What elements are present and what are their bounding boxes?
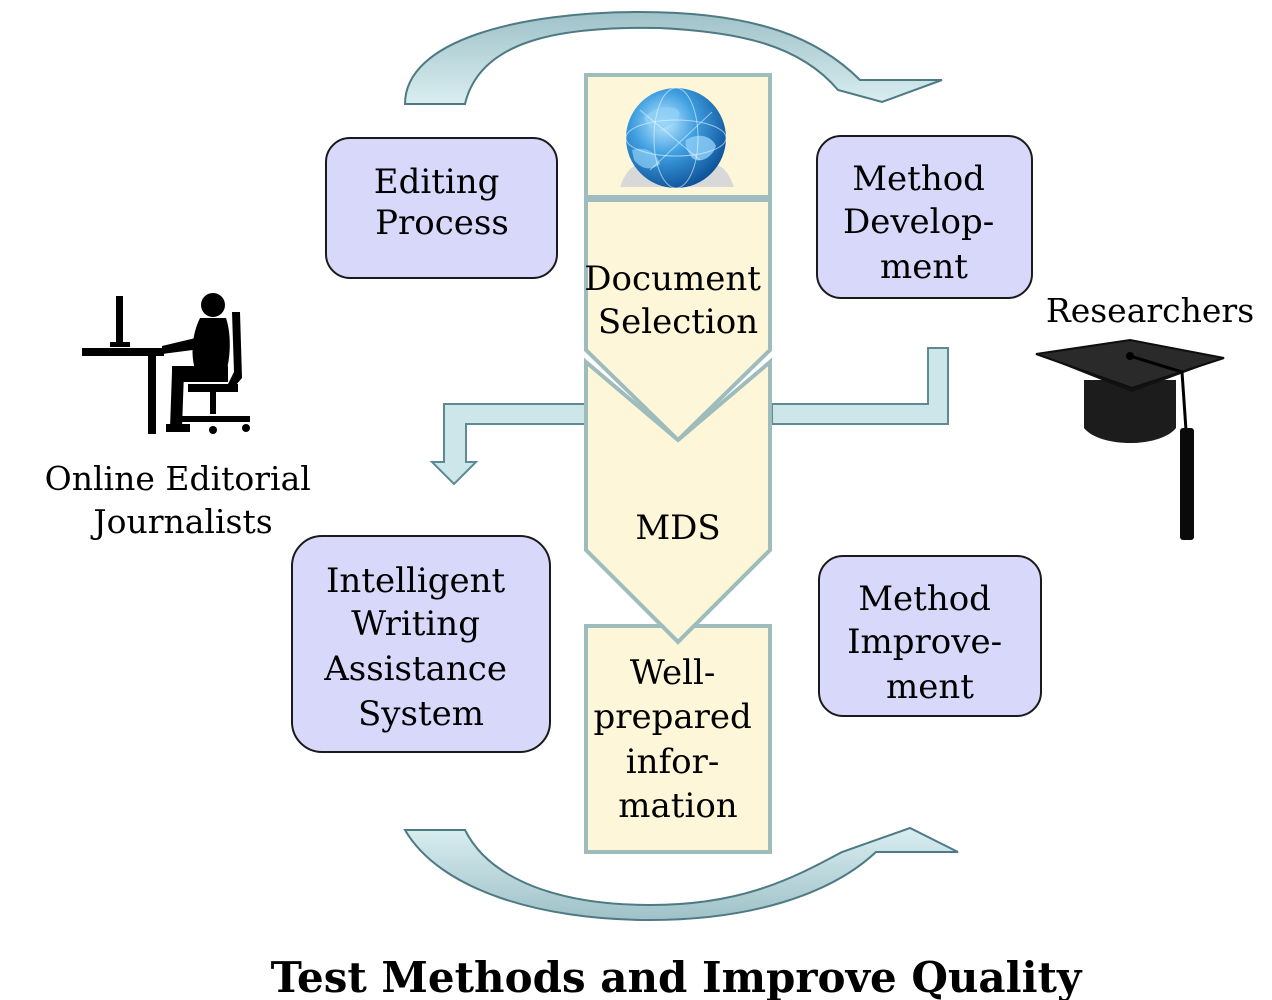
document-selection-label: Document Selection <box>584 259 771 342</box>
top-cycle-arrow <box>403 10 943 105</box>
mds-label: MDS <box>635 508 720 548</box>
researchers-label: Researchers <box>1046 291 1254 330</box>
bottom-title: Test Methods and Improve Quality <box>271 953 1083 1000</box>
journalist-at-desk-icon <box>82 293 250 434</box>
intelligent-writing-label: Intelligent Writing Assistance System <box>323 561 518 734</box>
intelligent-writing-box <box>291 535 551 753</box>
method-development-label: Method Develop- ment <box>843 159 1005 287</box>
method-improvement-box <box>818 555 1042 717</box>
editing-process-label: Editing Process <box>374 162 510 243</box>
method-improvement-label: Method Improve- ment <box>847 579 1013 707</box>
editing-process-box <box>325 137 558 279</box>
bottom-cycle-arrow <box>403 826 959 922</box>
globe-icon <box>620 87 734 189</box>
graduation-cap-icon <box>1035 338 1225 540</box>
well-prepared-section <box>584 624 772 854</box>
right-elbow-connector <box>771 347 949 425</box>
left-elbow-arrow <box>429 403 587 486</box>
document-selection-section <box>584 198 772 443</box>
mds-section <box>584 357 772 645</box>
method-development-box <box>816 135 1033 299</box>
well-prepared-label: Well- prepared infor- mation <box>593 653 762 826</box>
journalists-label: Online Editorial Journalists <box>45 459 322 541</box>
